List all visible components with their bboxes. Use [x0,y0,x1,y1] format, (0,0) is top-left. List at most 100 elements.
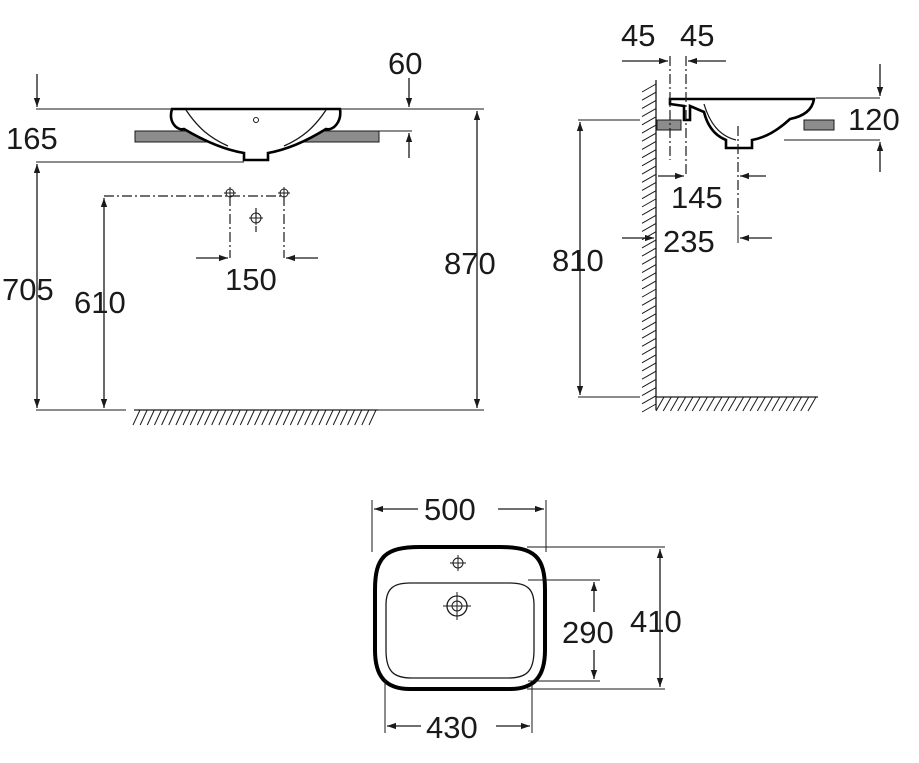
hatch-stroke [641,124,657,134]
hatch-stroke [182,409,191,426]
hatch-stroke [641,362,657,372]
hatch-stroke [641,173,657,183]
front-dim-610: 610 [74,285,126,320]
hatch-stroke [735,396,745,412]
hatch-stroke [204,409,212,426]
hatch-stroke [641,116,657,126]
hatch-stroke [641,190,657,200]
top-basin-bowl [385,582,535,679]
hatch-stroke [691,396,701,412]
hatch-stroke [641,346,657,355]
hatch-stroke [161,409,170,426]
side-view: 45 45 120 145 235 810 [552,18,900,413]
hatch-stroke [196,409,205,426]
hatch-stroke [154,409,162,426]
top-dim-500: 500 [424,492,476,527]
side-dim-120: 120 [848,102,900,137]
hatch-stroke [641,272,657,282]
hatch-stroke [662,396,672,412]
hatch-stroke [785,396,795,412]
hatch-stroke [311,409,320,426]
hatch-stroke [175,409,184,426]
hatch-stroke [641,354,657,364]
hatch-stroke [641,370,657,380]
hatch-stroke [641,296,657,306]
hatch-stroke [764,396,774,412]
hatch-stroke [641,378,657,388]
hatch-stroke [641,182,657,191]
hatch-stroke [684,396,694,412]
front-dim-870: 870 [444,246,496,281]
hatch-stroke [275,409,284,426]
side-wall-hatch [641,83,657,413]
hatch-stroke [641,223,657,232]
hatch-stroke [771,396,781,412]
front-view: 165 60 705 610 870 150 [2,46,496,426]
hatch-stroke [189,409,198,426]
hatch-stroke [354,409,363,426]
hatch-stroke [325,409,334,426]
front-dim-705: 705 [2,272,54,307]
hatch-stroke [641,157,657,167]
hatch-stroke [254,409,263,426]
hatch-stroke [641,288,657,298]
hatch-stroke [641,255,657,265]
front-valve-left-icon [224,187,236,199]
front-basin-inner-right [283,109,327,147]
front-floor-hatch [132,409,378,426]
hatch-stroke [641,83,657,93]
side-dim-145: 145 [671,180,723,215]
hatch-stroke [261,409,270,426]
hatch-stroke [641,313,657,323]
side-dim-45-right: 45 [680,18,714,53]
hatch-stroke [641,247,657,257]
hatch-stroke [655,396,665,412]
side-countertop-back [656,119,682,131]
hatch-stroke [641,264,657,273]
front-basin [169,107,342,162]
front-valve-right-icon [278,187,290,199]
hatch-stroke [347,409,355,426]
front-dim-60: 60 [388,46,422,81]
front-basin-inner-left [185,109,229,147]
hatch-stroke [641,321,657,331]
hatch-stroke [641,206,657,216]
hatch-stroke [641,108,657,118]
side-floor-hatch [655,396,817,412]
hatch-stroke [641,99,657,109]
top-tap-hole-icon [450,555,466,571]
front-tap-hole [253,117,259,123]
hatch-stroke [641,141,657,150]
hatch-stroke [641,329,657,339]
hatch-stroke [641,395,657,405]
hatch-stroke [800,396,810,412]
hatch-stroke [246,409,255,426]
hatch-stroke [304,409,313,426]
hatch-stroke [749,396,759,412]
hatch-stroke [742,396,752,412]
hatch-stroke [332,409,341,426]
hatch-stroke [641,214,657,224]
hatch-stroke [339,409,348,426]
side-dim-810: 810 [552,243,604,278]
hatch-stroke [211,409,220,426]
hatch-stroke [368,409,377,426]
side-basin [668,97,816,150]
front-waste-outlet-icon [249,211,263,225]
hatch-stroke [168,409,177,426]
top-dim-410: 410 [630,604,682,639]
hatch-stroke [713,396,723,412]
hatch-stroke [698,396,708,412]
hatch-stroke [641,91,657,101]
hatch-stroke [641,337,657,347]
hatch-stroke [641,239,657,249]
hatch-stroke [232,409,241,426]
hatch-stroke [225,409,234,426]
hatch-stroke [641,149,657,159]
hatch-stroke [793,396,802,412]
hatch-stroke [239,409,248,426]
hatch-stroke [670,396,679,412]
hatch-stroke [139,409,148,426]
hatch-stroke [677,396,687,412]
